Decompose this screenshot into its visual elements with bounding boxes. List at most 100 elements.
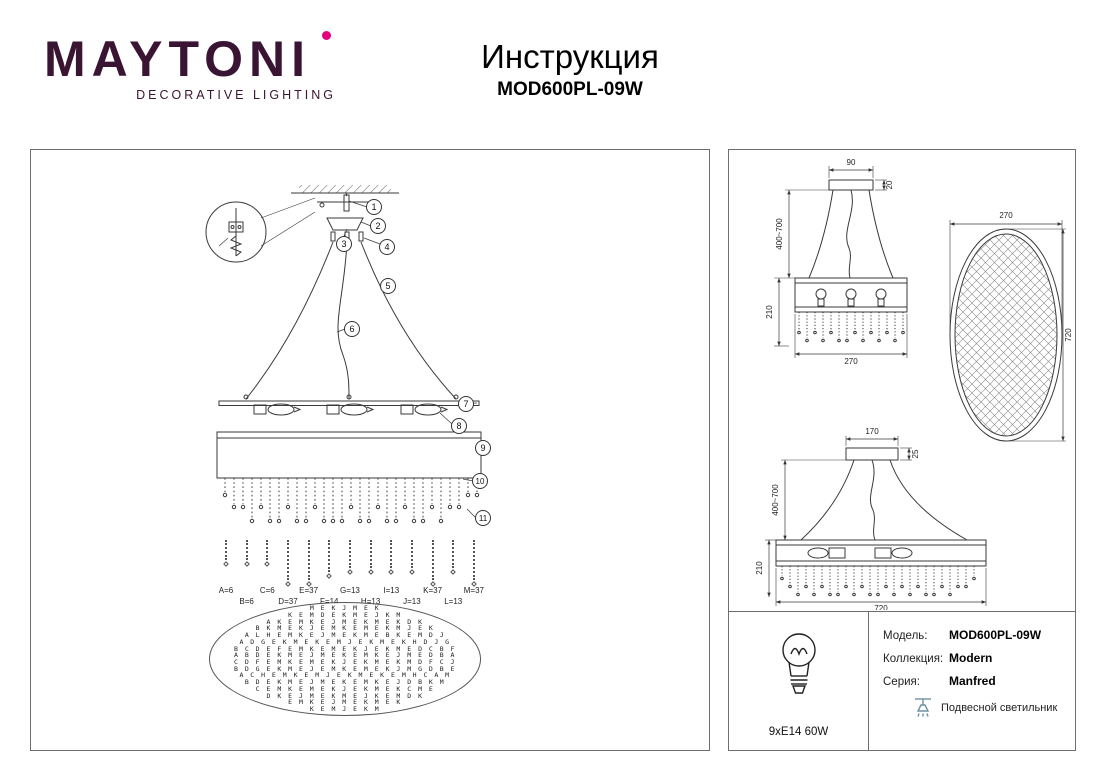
callout-7: 7 <box>458 396 474 412</box>
strand-legend: A=6 B=6 C=6 D=37 E=37 F=14 G=13 H=13 I=1… <box>217 540 484 610</box>
map-row: M E K J M E K <box>309 604 381 613</box>
brand-wordmark: MAYTONI <box>44 31 336 87</box>
strand-F: F=14 <box>320 540 339 610</box>
svg-text:6: 6 <box>349 324 354 334</box>
pendant-lamp-icon <box>915 698 931 717</box>
front-view-dimensions <box>774 166 908 358</box>
model-value: MOD600PL-09W <box>949 628 1042 642</box>
callout-10: 10 <box>472 473 488 489</box>
strand-I: I=13 <box>382 540 400 610</box>
assembly-exploded-drawing: 1 2 3 4 5 6 7 <box>205 185 491 526</box>
map-row: B C D E F E M K E M E K J E K M E D C B … <box>234 644 456 653</box>
map-row: B D G E K M E J E M K E M E K J M G D B … <box>234 664 456 673</box>
spec-row-model: Модель: MOD600PL-09W <box>883 628 1067 642</box>
callout-8: 8 <box>451 418 467 434</box>
map-row: K E M D E K M E J K M <box>288 611 402 620</box>
product-spec-panel: Модель: MOD600PL-09W Коллекция: Modern С… <box>868 611 1076 751</box>
dim-top-length: 720 <box>1064 328 1073 342</box>
title-block: Инструкция MOD600PL-09W <box>400 38 740 101</box>
strand-C: C=6 <box>258 540 276 610</box>
series-label: Серия: <box>883 676 920 688</box>
spec-row-series: Серия: Manfred <box>883 674 1067 688</box>
dim-side-canopy-height: 25 <box>911 449 920 458</box>
suspension-wires <box>243 241 459 400</box>
series-value: Manfred <box>949 674 996 688</box>
dim-top-width: 270 <box>999 211 1013 220</box>
callout-3: 3 <box>336 236 352 252</box>
maytoni-logo: MAYTONI DECORATIVE LIGHTING <box>44 31 336 102</box>
callout-5: 5 <box>380 278 396 294</box>
spec-row-type: Подвесной светильник <box>911 697 1067 718</box>
dim-side-width: 720 <box>874 604 888 610</box>
map-row: D K E J M E K M E J K E M D K <box>266 691 424 700</box>
dimension-views-drawing: 90 20 400~700 210 270 270 720 <box>755 158 1073 610</box>
strand-E: E=37 <box>299 540 318 610</box>
strand-M: M=37 <box>464 540 484 610</box>
map-row: B D E K M E J M E K E M K E J D B K M <box>244 678 446 687</box>
strand-D: D=37 <box>278 540 298 610</box>
collection-label: Коллекция: <box>883 653 944 665</box>
model-number: MOD600PL-09W <box>497 79 643 100</box>
map-row: A K E M K E J M E K M E K D K <box>266 617 424 626</box>
callout-4: 4 <box>379 239 395 255</box>
dim-front-suspension: 400~700 <box>775 218 784 250</box>
callout-11: 11 <box>475 510 491 526</box>
strand-L: L=13 <box>444 540 462 610</box>
brand-subtitle: DECORATIVE LIGHTING <box>136 88 336 102</box>
svg-text:9: 9 <box>480 443 485 453</box>
assembly-diagram-panel: 1 2 3 4 5 6 7 <box>30 149 710 751</box>
model-label: Модель: <box>883 630 928 642</box>
crystal-layout-map-oval: M E K J M E K K E M D E K M E J K M A K … <box>209 602 481 716</box>
callout-leaders <box>336 200 482 519</box>
svg-text:4: 4 <box>384 242 389 252</box>
brand-text: MAYTONI <box>44 31 312 87</box>
map-row: A L H E M K E J M E K M E B K E M D J <box>244 631 446 640</box>
dim-front-width: 270 <box>844 357 858 366</box>
strand-A: A=6 <box>217 540 235 610</box>
dim-side-suspension: 400~700 <box>771 484 780 516</box>
strand-H: H=13 <box>361 540 380 610</box>
type-value: Подвесной светильник <box>941 701 1058 714</box>
map-row: K E M J E K M <box>309 704 381 713</box>
lamp-bar <box>218 400 480 416</box>
strand-J: J=13 <box>403 540 421 610</box>
dim-front-canopy-width: 90 <box>847 158 856 167</box>
svg-text:1: 1 <box>371 202 376 212</box>
strand-G: G=13 <box>340 540 360 610</box>
strand-K: K=37 <box>423 540 442 610</box>
dim-side-shade-height: 210 <box>755 561 764 575</box>
canopy-assembly <box>317 193 377 242</box>
map-row: C D F E M K E M E K J E K M E K M D F C … <box>234 658 456 666</box>
spec-row-collection: Коллекция: Modern <box>883 651 1067 665</box>
drum-shade <box>216 431 482 479</box>
callout-1: 1 <box>366 199 382 215</box>
mounting-detail-circle <box>205 197 316 263</box>
ceiling-hatch <box>291 185 399 194</box>
callout-9: 9 <box>475 440 491 456</box>
dim-side-canopy-width: 170 <box>865 427 879 436</box>
svg-text:11: 11 <box>479 514 488 523</box>
map-row: A D G E K M E K E M J E K M E K H D J G <box>239 637 451 646</box>
light-bulb-icon <box>781 633 816 694</box>
side-view <box>775 447 987 597</box>
callout-2: 2 <box>370 218 386 234</box>
dim-front-shade-height: 210 <box>765 305 774 319</box>
top-view-dimensions <box>949 220 1066 442</box>
callout-6: 6 <box>344 321 360 337</box>
dim-front-canopy-height: 20 <box>885 180 894 189</box>
svg-text:5: 5 <box>385 281 390 291</box>
svg-text:7: 7 <box>463 399 468 409</box>
side-view-dimensions <box>765 436 987 606</box>
map-row: C E M K E M E K J E K M E K C M E <box>255 684 435 693</box>
dimension-views-panel: 90 20 400~700 210 270 270 720 <box>728 149 1076 612</box>
map-row: B K M E K J E M K E M E K M J E K <box>255 624 435 633</box>
bulb-spec-panel: 9xE14 60W <box>728 611 869 751</box>
bulb-spec-text: 9xE14 60W <box>768 726 829 738</box>
front-view <box>794 179 908 343</box>
svg-text:2: 2 <box>375 221 380 231</box>
svg-text:8: 8 <box>456 421 461 431</box>
map-row: E M K E J M E K M E K <box>288 698 402 707</box>
map-row: A B D E K M E J M E K E M K E J M E D B … <box>234 651 456 660</box>
svg-text:10: 10 <box>476 477 485 486</box>
brand-magenta-dot-icon <box>322 31 331 40</box>
